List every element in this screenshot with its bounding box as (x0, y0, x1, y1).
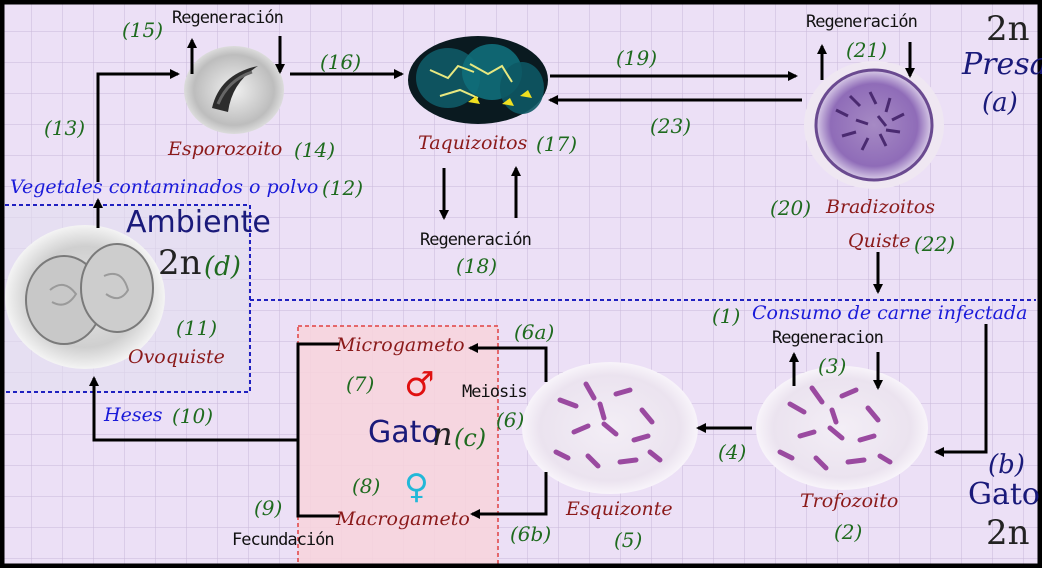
step-17: (17) (536, 132, 578, 156)
step-9: (9) (254, 496, 283, 520)
gato-huesped-letter: (b) (988, 450, 1025, 480)
fecundacion-label: Fecundación (232, 530, 335, 550)
step-5: (5) (614, 528, 643, 552)
trofozoito-label: Trofozoito (800, 490, 899, 512)
regeneracion-taquizoitos: Regeneración (420, 230, 532, 250)
step-15: (15) (122, 18, 164, 42)
step-11: (11) (176, 316, 218, 340)
macrogameto-label: Macrogameto (336, 508, 470, 530)
gato-sexual-region (298, 326, 498, 566)
step-23: (23) (650, 114, 692, 138)
step-19: (19) (616, 46, 658, 70)
ovoquiste-image (5, 225, 165, 369)
heses-label: Heses (104, 404, 163, 426)
step-18: (18) (456, 254, 498, 278)
regeneracion-trofozoito: Regeneracion (772, 328, 884, 348)
step-4: (4) (718, 440, 747, 464)
step-7: (7) (346, 372, 375, 396)
male-symbol: ♂ (404, 365, 435, 405)
step-6a: (6a) (514, 320, 555, 344)
meiosis-label: Meiosis (462, 382, 528, 402)
taquizoitos-label: Taquizoitos (418, 132, 528, 154)
ovoquiste-label: Ovoquiste (128, 346, 225, 368)
step-8: (8) (352, 474, 381, 498)
step-16: (16) (320, 50, 362, 74)
quiste-label: Quiste (848, 230, 911, 252)
microgameto-label: Microgameto (336, 334, 465, 356)
step-12: (12) (322, 176, 364, 200)
step-21: (21) (846, 38, 888, 62)
presa-label: Presa (962, 47, 1042, 82)
bradizoitos-label: Bradizoitos (826, 196, 935, 218)
step-14: (14) (294, 138, 336, 162)
bradizoitos-quiste-image (804, 61, 944, 189)
esporozoito-label: Esporozoito (168, 138, 283, 160)
step-1: (1) (712, 304, 741, 328)
presa-letter: (a) (982, 88, 1018, 118)
trofozoito-image (756, 366, 928, 490)
step-6b: (6b) (510, 522, 552, 546)
ambiente-border (5, 204, 251, 393)
consumo-label: Consumo de carne infectada (752, 302, 1028, 324)
arrows (89, 36, 988, 519)
esquizonte-image (522, 362, 698, 494)
regeneracion-bradizoitos: Regeneración (806, 12, 918, 32)
step-3: (3) (818, 354, 847, 378)
ambiente-letter: (d) (204, 252, 241, 282)
step-10: (10) (172, 404, 214, 428)
ambiente-ploidy: 2n (158, 243, 202, 283)
gato-sexual-ploidy: n (432, 415, 453, 453)
presa-ploidy: 2n (986, 9, 1030, 49)
step-22: (22) (914, 232, 956, 256)
gato-huesped-ploidy: 2n (986, 513, 1030, 553)
step-20: (20) (770, 196, 812, 220)
gato-sexual-letter: (c) (454, 424, 487, 452)
taquizoitos-image (408, 36, 548, 124)
gato-huesped-label: Gato (968, 477, 1040, 512)
regeneracion-esporozoito: Regeneración (172, 8, 284, 28)
ambiente-label: Ambiente (126, 205, 271, 240)
gato-sexual-label: Gato (368, 415, 440, 450)
female-symbol: ♀ (404, 467, 429, 507)
esquizonte-label: Esquizonte (566, 498, 673, 520)
step-2: (2) (834, 520, 863, 544)
step-6: (6) (496, 408, 525, 432)
esporozoito-image (184, 46, 284, 134)
vegetales-label: Vegetales contaminados o polvo (10, 176, 319, 198)
step-13: (13) (44, 116, 86, 140)
